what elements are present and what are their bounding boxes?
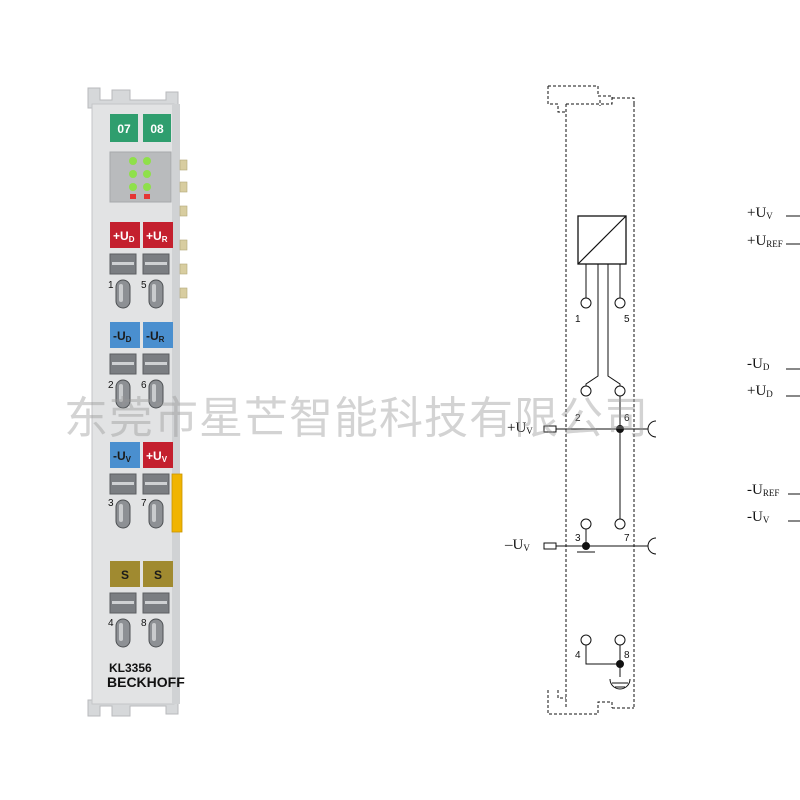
- pin-5: [614, 297, 626, 309]
- led-run-6: [143, 183, 151, 191]
- svg-text:S: S: [154, 568, 162, 582]
- tag-07-label: 07: [117, 122, 131, 136]
- led-panel: [109, 151, 172, 203]
- tag-shield-left: [110, 561, 140, 587]
- svg-text:-UV: -UV: [113, 449, 132, 464]
- svg-text:7: 7: [624, 533, 630, 544]
- svg-text:8: 8: [624, 650, 630, 661]
- svg-text:+UD: +UD: [113, 229, 135, 244]
- legend-minus-ud: -UD: [747, 356, 770, 372]
- slot-divider: [145, 482, 167, 485]
- tag-minus-ur: [143, 322, 173, 348]
- slot-divider: [112, 262, 134, 265]
- led-run-2: [143, 157, 151, 165]
- pin-8: [614, 634, 626, 646]
- led-run-3: [129, 170, 137, 178]
- supply-pos-connector: [543, 425, 557, 433]
- model-label: KL3356: [109, 661, 152, 675]
- tag-minus-ud: [110, 322, 140, 348]
- power-contact: [171, 473, 183, 533]
- terminal-slots: [109, 253, 170, 648]
- svg-text:1: 1: [108, 280, 114, 291]
- svg-text:-UD: -UD: [113, 329, 132, 344]
- led-error-1: [130, 194, 136, 199]
- brand-logo: BECKHOFF: [107, 674, 185, 690]
- led-run-1: [129, 157, 137, 165]
- svg-text:5: 5: [141, 280, 147, 291]
- lever-highlight: [152, 504, 156, 522]
- lever-highlight: [119, 504, 123, 522]
- svg-text:6: 6: [624, 413, 630, 424]
- svg-text:2: 2: [108, 380, 114, 391]
- svg-text:+UV: +UV: [146, 449, 168, 464]
- slot-divider: [112, 601, 134, 604]
- legend-minus-uv: -UV: [747, 509, 770, 525]
- pin-7: [614, 518, 626, 530]
- tag-plus-uv: [143, 442, 173, 468]
- tag-08-label: 08: [150, 122, 164, 136]
- lever-highlight: [119, 284, 123, 302]
- legend-minus-uref: -UREF: [747, 482, 779, 498]
- pin-2: [580, 385, 592, 397]
- pin-4: [580, 634, 592, 646]
- lever-highlight: [152, 623, 156, 641]
- svg-text:3: 3: [575, 533, 581, 544]
- svg-text:8: 8: [141, 618, 147, 629]
- tag-shield-right: [143, 561, 173, 587]
- slot-divider: [145, 601, 167, 604]
- svg-text:+UR: +UR: [146, 229, 168, 244]
- svg-text:4: 4: [575, 650, 581, 661]
- pin-1: [580, 297, 592, 309]
- svg-text:1: 1: [575, 314, 581, 325]
- slot-divider: [112, 482, 134, 485]
- tag-plus-ud: [110, 222, 140, 248]
- svg-text:-UR: -UR: [146, 329, 165, 344]
- converter-symbol: [577, 215, 627, 265]
- pin-6: [614, 385, 626, 397]
- terminal-outline: [547, 85, 635, 715]
- supply-neg-connector: [543, 542, 557, 550]
- led-run-4: [143, 170, 151, 178]
- svg-text:3: 3: [108, 498, 114, 509]
- led-run-5: [129, 183, 137, 191]
- svg-text:S: S: [121, 568, 129, 582]
- svg-text:6: 6: [141, 380, 147, 391]
- svg-text:4: 4: [108, 618, 114, 629]
- supply-pos-label: +UV: [507, 420, 533, 436]
- lever-highlight: [119, 623, 123, 641]
- svg-text:2: 2: [575, 413, 581, 424]
- lever-highlight: [152, 284, 156, 302]
- slot-divider: [145, 262, 167, 265]
- supply-neg-label: –UV: [504, 537, 530, 553]
- earth-icon: [609, 678, 631, 690]
- schematic-pin-numbers: 1 5 2 6 3 7 4 8: [575, 314, 630, 661]
- led-error-2: [144, 194, 150, 199]
- lever-highlight: [152, 384, 156, 402]
- tag-plus-ur: [143, 222, 173, 248]
- slot-divider: [112, 362, 134, 365]
- signal-legend: +UV +UREF -UD +UD -UREF -UV: [747, 205, 800, 525]
- legend-plus-uref: +UREF: [747, 233, 783, 249]
- wiring-schematic: [543, 85, 657, 715]
- pin-3: [580, 518, 592, 530]
- terminal-module: 07 08 +UD +UR -UD -UR -UV +UV: [87, 87, 188, 717]
- svg-text:5: 5: [624, 314, 630, 325]
- lever-highlight: [119, 384, 123, 402]
- legend-plus-uv: +UV: [747, 205, 773, 221]
- svg-text:7: 7: [141, 498, 147, 509]
- tag-08: [143, 114, 171, 142]
- tag-07: [110, 114, 138, 142]
- tag-minus-uv: [110, 442, 140, 468]
- slot-divider: [145, 362, 167, 365]
- legend-plus-ud: +UD: [747, 383, 773, 399]
